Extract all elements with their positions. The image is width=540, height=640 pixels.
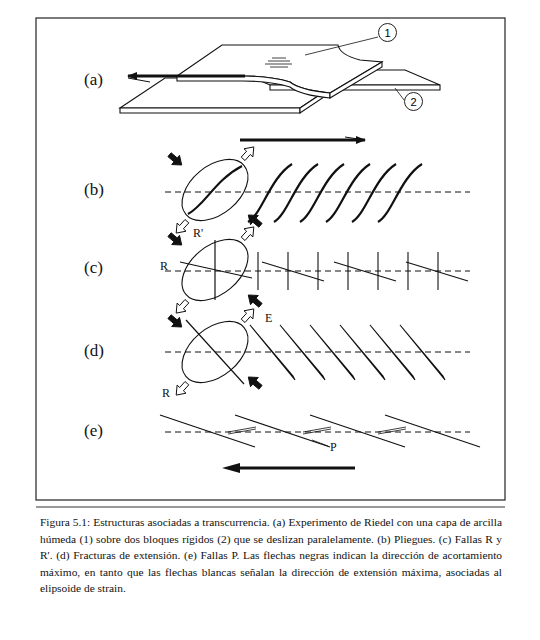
panel-label: (c) [84, 258, 103, 278]
figure-caption: Figura 5.1: Estructuras asociadas a tran… [40, 514, 502, 597]
callout-circle: 2 [404, 92, 423, 111]
panel-label: (e) [84, 421, 103, 441]
callout-number: 1 [384, 27, 390, 39]
panel-label: (a) [84, 70, 103, 90]
fracture-label: E [265, 311, 272, 326]
fault-label: R' [193, 226, 203, 241]
panel-label: (b) [84, 180, 104, 200]
panel-label: (d) [84, 341, 104, 361]
fault-label: R [160, 259, 168, 274]
fault-label: R [162, 386, 170, 401]
callout-circle: 1 [378, 23, 397, 42]
fault-label: P [330, 440, 337, 455]
callout-number: 2 [410, 96, 416, 108]
